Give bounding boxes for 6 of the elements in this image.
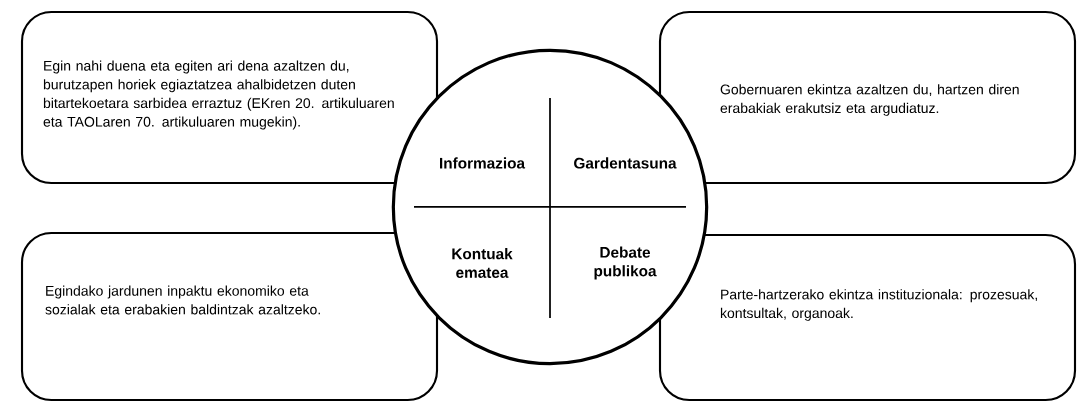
quadrant-label: Kontuak ematea [452, 248, 513, 278]
text-box: Parte-hartzerako ekintza instituzionala: prozesuak, kontsultak, organoak. [658, 233, 1077, 402]
quadrant-label: Debate publikoa [594, 246, 657, 280]
text-box: Egin nahi duena eta egiten ari dena azaltzen du, burutzapen horiek egiaztatzea ahalbidetzen duten bitartekoetara sarbidea erraztuz (EKren 20. artikuluaren eta TAOLaren 70. artikuluaren mugekin). [20, 10, 439, 185]
text-box: Egindako jardunen inpaktu ekonomiko eta sozialak eta erabakien baldintzak azaltzeko. [20, 231, 439, 402]
quadrant-label: Informazioa [440, 157, 526, 169]
